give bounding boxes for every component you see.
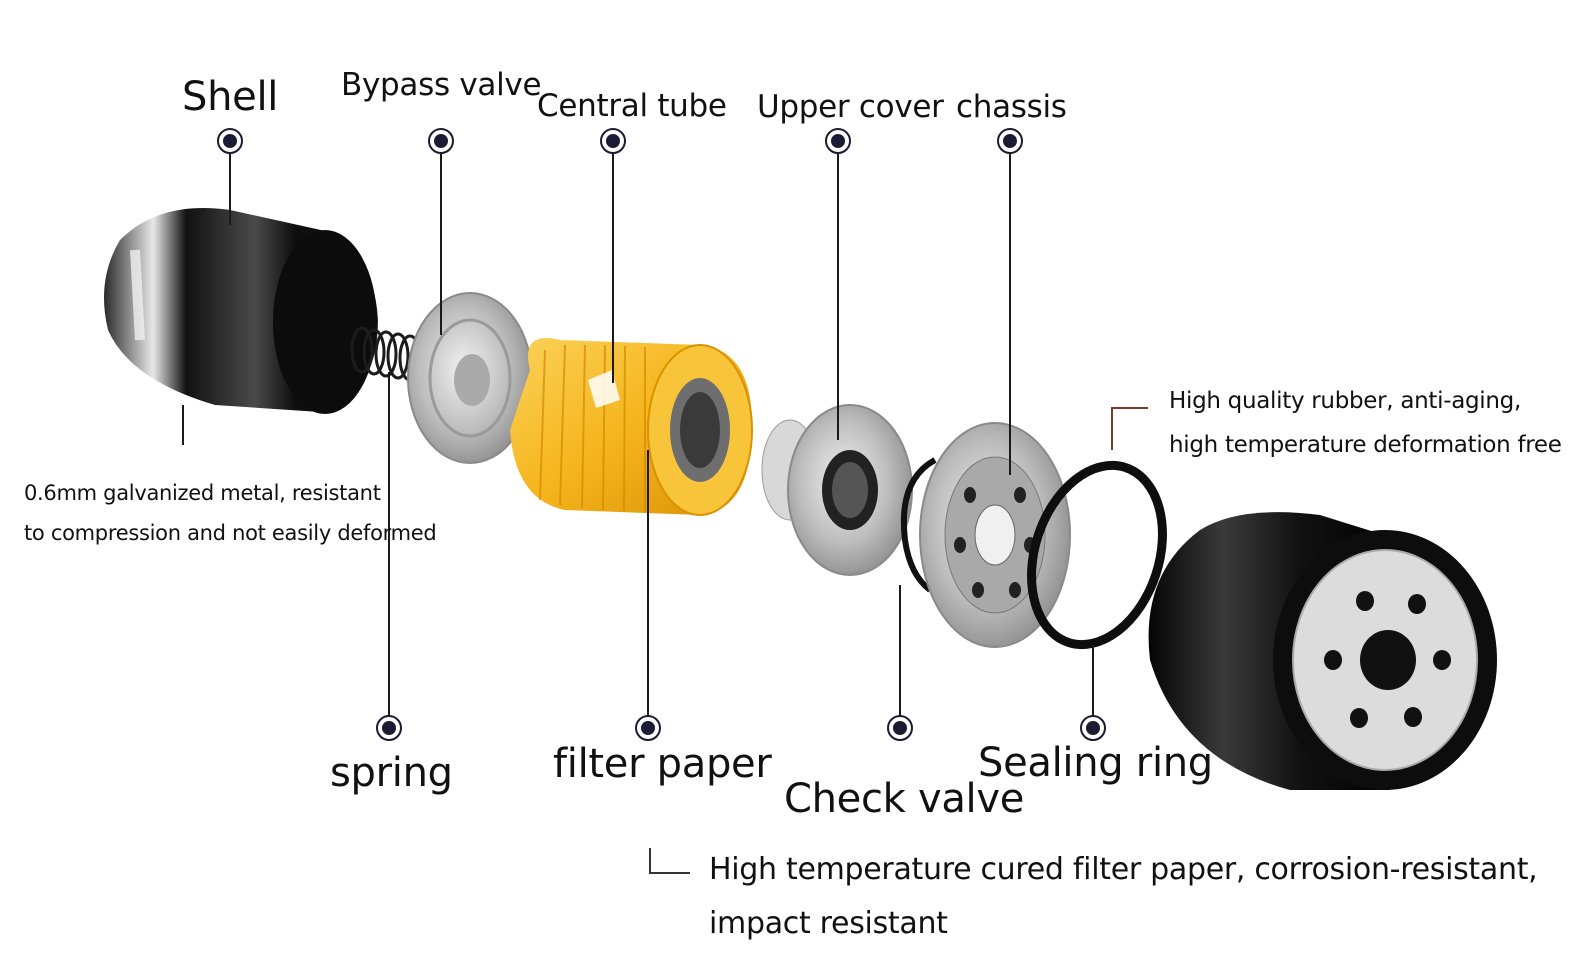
label-sealing-ring: Sealing ring: [978, 740, 1213, 786]
check-valve-part: [900, 457, 937, 593]
shell-note-line-1: 0.6mm galvanized metal, resistant: [24, 481, 381, 505]
ring-note-line-2: high temperature deformation free: [1169, 432, 1562, 458]
chassis-part: [919, 422, 1071, 648]
label-markers: [217, 128, 1106, 741]
label-spring: spring: [330, 750, 453, 796]
bypass-valve-part: [407, 292, 533, 464]
paper-note-line-1: High temperature cured filter paper, cor…: [709, 852, 1538, 887]
marker-central-tube: [600, 128, 626, 154]
filter-paper-note: High temperature cured filter paper, cor…: [709, 843, 1538, 951]
sealing-ring-part: [1027, 460, 1167, 650]
ring-note-bracket: [1111, 407, 1148, 450]
label-bypass-valve: Bypass valve: [341, 67, 542, 103]
shell-note-line-2: to compression and not easily deformed: [24, 521, 437, 545]
label-check-valve: Check valve: [784, 776, 1025, 822]
label-filter-paper: filter paper: [553, 741, 772, 787]
marker-upper-cover: [825, 128, 851, 154]
label-shell: Shell: [182, 74, 279, 120]
assembled-filter-part: [1148, 512, 1497, 790]
label-chassis: chassis: [956, 89, 1067, 125]
paper-note-line-2: impact resistant: [709, 906, 948, 941]
marker-filter-paper: [635, 715, 661, 741]
marker-chassis: [997, 128, 1023, 154]
marker-bypass-valve: [428, 128, 454, 154]
paper-note-bracket: [649, 848, 690, 874]
sealing-ring-note: High quality rubber, anti-aging, high te…: [1169, 379, 1562, 467]
marker-sealing-ring: [1080, 715, 1106, 741]
marker-check-valve: [887, 715, 913, 741]
leader-lines: [182, 150, 1094, 718]
label-upper-cover: Upper cover: [757, 89, 944, 125]
shell-note: 0.6mm galvanized metal, resistant to com…: [24, 473, 437, 553]
marker-spring: [376, 715, 402, 741]
shell-part: [104, 208, 378, 414]
ring-note-line-1: High quality rubber, anti-aging,: [1169, 388, 1521, 414]
marker-shell: [217, 128, 243, 154]
filter-paper-part: [510, 338, 753, 516]
label-central-tube: Central tube: [537, 88, 727, 124]
